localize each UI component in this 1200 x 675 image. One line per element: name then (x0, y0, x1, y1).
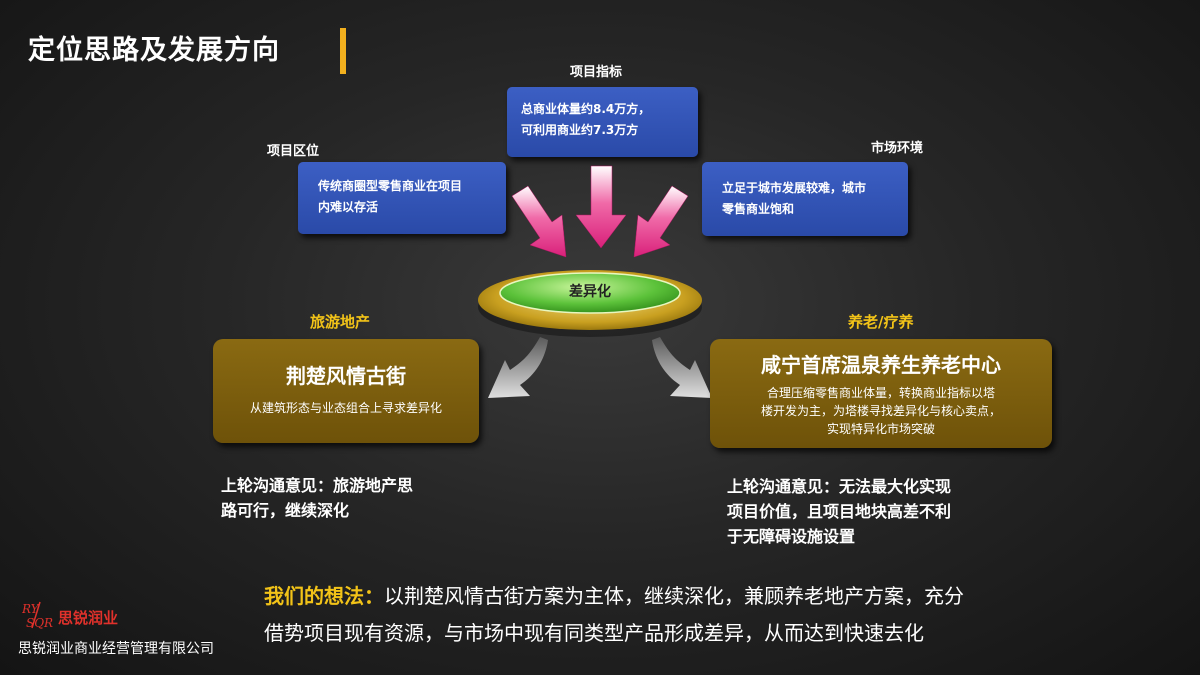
company-logo: RY SQR (21, 600, 58, 630)
location-box: 传统商圈型零售商业在项目 内难以存活 (298, 162, 506, 234)
page-title: 定位思路及发展方向 (28, 35, 280, 66)
left-branch-box: 荆楚风情古街 从建筑形态与业态组合上寻求差异化 (213, 339, 479, 443)
idea-highlight: 我们的想法： (264, 584, 384, 608)
logo-mark-bottom: SQR (26, 616, 53, 630)
idea-statement: 我们的想法：以荆楚风情古街方案为主体，继续深化，兼顾养老地产方案，充分 借势项目… (264, 578, 1144, 652)
right-feedback-line1: 上轮沟通意见：无法最大化实现 (727, 477, 952, 496)
right-feedback-line3: 于无障碍设施设置 (727, 527, 856, 546)
idea-line1: 我们的想法：以荆楚风情古街方案为主体，继续深化，兼顾养老地产方案，充分 (264, 578, 1144, 615)
left-branch-title: 荆楚风情古街 (286, 364, 406, 388)
title-accent-bar (340, 28, 346, 74)
right-branch-desc: 合理压缩零售商业体量，转换商业指标以塔 楼开发为主，为塔楼寻找差异化与核心卖点，… (710, 384, 1052, 438)
right-branch-desc-line1: 合理压缩零售商业体量，转换商业指标以塔 (766, 386, 995, 400)
indicator-text-line2: 可利用商业约7.3万方 (521, 123, 639, 137)
logo-mark-top: RY (22, 602, 40, 616)
company-name: 思锐润业商业经营管理有限公司 (18, 641, 214, 657)
left-feedback-line1: 上轮沟通意见：旅游地产思 (221, 476, 414, 495)
arrow-down-center (575, 165, 627, 249)
indicator-box: 总商业体量约8.4万方， 可利用商业约7.3万方 (507, 87, 698, 157)
center-disc-inner (499, 272, 681, 314)
right-feedback: 上轮沟通意见：无法最大化实现 项目价值，且项目地块高差不利 于无障碍设施设置 (727, 474, 951, 549)
left-branch-desc: 从建筑形态与业态组合上寻求差异化 (249, 401, 442, 415)
indicator-text-line1: 总商业体量约8.4万方， (521, 102, 651, 116)
right-branch-desc-line3: 实现特异化市场突破 (826, 422, 935, 436)
market-text-line2: 零售商业饱和 (722, 202, 795, 216)
location-text-line1: 传统商圈型零售商业在项目 (318, 179, 463, 193)
location-text-line2: 内难以存活 (318, 200, 379, 214)
left-feedback-line2: 路可行，继续深化 (221, 501, 350, 520)
arrow-to-left-branch (488, 337, 548, 398)
idea-line2: 借势项目现有资源，与市场中现有同类型产品形成差异，从而达到快速去化 (264, 621, 924, 645)
indicator-label: 项目指标 (570, 65, 623, 80)
left-feedback: 上轮沟通意见：旅游地产思 路可行，继续深化 (221, 473, 413, 523)
market-text-line1: 立足于城市发展较难，城市 (722, 181, 867, 195)
left-branch-category: 旅游地产 (310, 313, 371, 331)
location-label: 项目区位 (267, 144, 320, 159)
right-branch-desc-line2: 楼开发为主，为塔楼寻找差异化与核心卖点， (760, 404, 1001, 418)
right-branch-category: 养老/疗养 (848, 313, 914, 331)
arrow-from-right (633, 185, 689, 258)
brand-name: 思锐润业 (58, 609, 119, 627)
market-box: 立足于城市发展较难，城市 零售商业饱和 (702, 162, 908, 236)
right-branch-box: 咸宁首席温泉养生养老中心 合理压缩零售商业体量，转换商业指标以塔 楼开发为主，为… (710, 339, 1052, 448)
idea-line1-text: 以荆楚风情古街方案为主体，继续深化，兼顾养老地产方案，充分 (384, 584, 964, 608)
market-label: 市场环境 (871, 141, 924, 156)
arrow-from-left (511, 185, 567, 258)
arrow-to-right-branch (652, 337, 712, 398)
right-branch-title: 咸宁首席温泉养生养老中心 (761, 353, 1001, 377)
center-label: 差异化 (569, 284, 611, 300)
right-feedback-line2: 项目价值，且项目地块高差不利 (727, 502, 952, 521)
